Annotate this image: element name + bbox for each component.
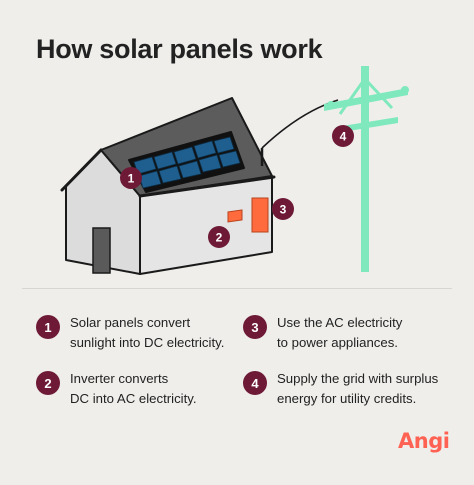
solar-panel-array <box>128 131 245 193</box>
step-3-line-2: to power appliances. <box>277 335 398 350</box>
step-3-badge: 3 <box>243 315 267 339</box>
diagram-badge-2: 2 <box>208 226 230 248</box>
page-title: How solar panels work <box>36 34 323 64</box>
solar-panel <box>158 165 182 184</box>
electric-panel <box>251 197 269 233</box>
solar-panel <box>218 150 241 168</box>
diagram-badge-4: 4 <box>332 125 354 147</box>
step-1-line-2: sunlight into DC electricity. <box>70 335 225 350</box>
diagram-badge-3-label: 3 <box>280 203 287 217</box>
step-2-line-2: DC into AC electricity. <box>70 391 197 406</box>
step-3: 3 Use the AC electricity to power applia… <box>243 313 402 353</box>
step-4-badge: 4 <box>243 371 267 395</box>
angi-logo: Angi <box>398 429 450 453</box>
solar-panel <box>198 154 222 173</box>
diagram-badge-1: 1 <box>120 167 142 189</box>
step-2-line-1: Inverter converts <box>70 371 169 386</box>
step-1: 1 Solar panels convert sunlight into DC … <box>36 313 224 353</box>
solar-panel <box>153 151 177 170</box>
solar-panel <box>193 140 217 159</box>
step-2-badge: 2 <box>36 371 60 395</box>
step-3-line-1: Use the AC electricity <box>277 315 403 330</box>
inverter-box <box>227 209 243 223</box>
step-1-line-1: Solar panels convert <box>70 315 191 330</box>
solar-panel <box>138 170 162 189</box>
solar-panel <box>213 136 235 154</box>
step-1-badge: 1 <box>36 315 60 339</box>
step-2: 2 Inverter converts DC into AC electrici… <box>36 369 197 409</box>
step-1-text: Solar panels convert sunlight into DC el… <box>70 313 224 353</box>
diagram-badge-4-label: 4 <box>340 130 347 144</box>
step-4-text: Supply the grid with surplus energy for … <box>277 369 438 409</box>
step-4-line-2: energy for utility credits. <box>277 391 417 406</box>
house-door <box>92 227 111 274</box>
step-4-line-1: Supply the grid with surplus <box>277 371 439 386</box>
step-3-text: Use the AC electricity to power applianc… <box>277 313 402 353</box>
diagram-badge-1-label: 1 <box>128 172 135 186</box>
diagram-badge-2-label: 2 <box>216 231 223 245</box>
step-4: 4 Supply the grid with surplus energy fo… <box>243 369 438 409</box>
solar-house-illustration: 1 2 3 4 <box>60 66 409 275</box>
utility-pole <box>324 66 409 272</box>
section-divider <box>22 288 452 289</box>
step-2-text: Inverter converts DC into AC electricity… <box>70 369 197 409</box>
diagram-badge-3: 3 <box>272 198 294 220</box>
solar-panel <box>178 160 202 179</box>
solar-panel <box>173 146 197 165</box>
